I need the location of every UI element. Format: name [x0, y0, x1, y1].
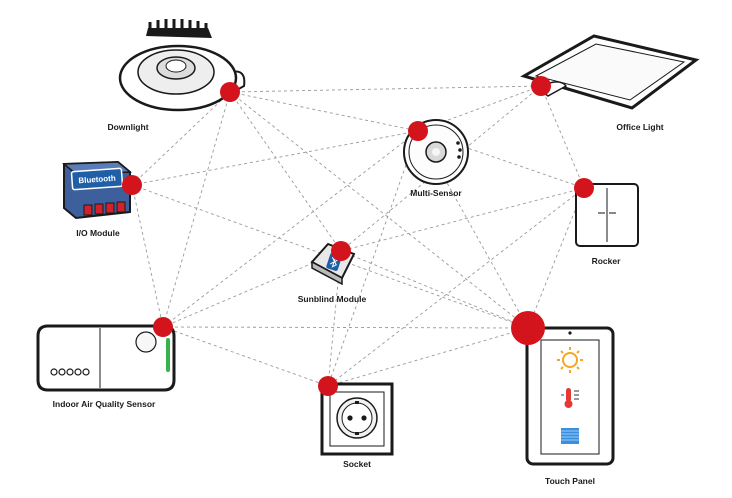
- link-rocker-to-sunblind-module: [340, 187, 585, 252]
- link-office-light-to-sunblind-module: [340, 85, 542, 252]
- thermometer-icon: [561, 388, 579, 408]
- indoor-air-quality-sensor-label: Indoor Air Quality Sensor: [53, 399, 156, 409]
- blinds-icon: [561, 428, 579, 444]
- sunblind-module-label: Sunblind Module: [298, 294, 367, 304]
- rocker-switch-icon: [575, 183, 639, 247]
- link-indoor-air-quality-sensor-to-socket: [162, 326, 329, 387]
- link-socket-to-touch-panel: [327, 327, 529, 387]
- link-io-module-to-indoor-air-quality-sensor: [131, 184, 164, 328]
- link-sunblind-module-to-socket: [327, 250, 342, 387]
- link-indoor-air-quality-sensor-to-touch-panel: [162, 326, 529, 329]
- link-multi-sensor-to-indoor-air-quality-sensor: [162, 130, 419, 328]
- sun-icon: [557, 347, 583, 373]
- link-sunblind-module-to-touch-panel: [340, 250, 529, 329]
- io-module-badge: Bluetooth: [78, 174, 116, 186]
- node-io-module[interactable]: [122, 175, 142, 195]
- panel-light-icon: [520, 34, 700, 110]
- io-module-icon: [62, 160, 132, 220]
- touch-panel-label: Touch Panel: [545, 476, 595, 486]
- node-downlight[interactable]: [220, 82, 240, 102]
- rocker-label: Rocker: [592, 256, 622, 266]
- connection-links: [131, 85, 585, 387]
- link-downlight-to-touch-panel: [229, 91, 529, 329]
- link-downlight-to-io-module: [131, 91, 231, 186]
- node-indoor-air-quality-sensor[interactable]: [153, 317, 173, 337]
- link-downlight-to-office-light: [229, 85, 542, 93]
- network-nodes: [122, 76, 594, 396]
- link-multi-sensor-to-io-module: [131, 130, 419, 186]
- multi-sensor-label: Multi-Sensor: [410, 188, 462, 198]
- node-touch-panel[interactable]: [511, 311, 545, 345]
- link-downlight-to-multi-sensor: [229, 91, 419, 132]
- downlight-label: Downlight: [107, 122, 148, 132]
- socket-label: Socket: [343, 459, 371, 469]
- node-sunblind-module[interactable]: [331, 241, 351, 261]
- downlight-icon: [118, 19, 246, 112]
- link-downlight-to-sunblind-module: [229, 91, 342, 252]
- node-office-light[interactable]: [531, 76, 551, 96]
- node-socket[interactable]: [318, 376, 338, 396]
- link-downlight-to-indoor-air-quality-sensor: [162, 91, 231, 328]
- office-light-label: Office Light: [616, 122, 663, 132]
- link-rocker-to-touch-panel: [527, 187, 585, 329]
- io-module-label: I/O Module: [76, 228, 120, 238]
- air-quality-sensor-icon: [36, 324, 176, 392]
- power-socket-icon: [320, 382, 394, 456]
- link-multi-sensor-to-rocker: [417, 130, 585, 189]
- node-multi-sensor[interactable]: [408, 121, 428, 141]
- node-rocker[interactable]: [574, 178, 594, 198]
- link-office-light-to-rocker: [540, 85, 585, 189]
